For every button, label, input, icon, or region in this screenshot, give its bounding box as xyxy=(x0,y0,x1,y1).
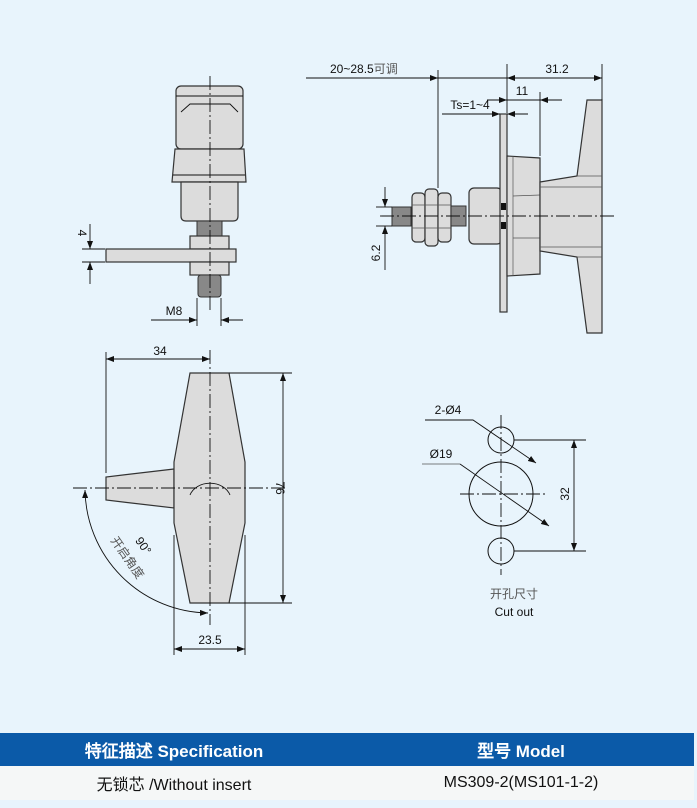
cutout-caption-cn: 开孔尺寸 xyxy=(490,587,538,601)
big-hole-label: Ø19 xyxy=(430,447,453,461)
width-label: 34 xyxy=(153,344,167,358)
cell-specification: 无锁芯 /Without insert xyxy=(96,777,252,794)
small-hole-label: 2-Ø4 xyxy=(435,403,462,417)
cutout-caption-en: Cut out xyxy=(495,605,534,619)
depth-label: 11 xyxy=(516,84,529,98)
technical-drawing: 4 M8 34 76 23.5 90° 开启角度 xyxy=(73,62,615,655)
adjust-label: 20~28.5可调 xyxy=(330,62,398,76)
header-model: 型号 Model xyxy=(477,742,565,761)
thickness-label: 4 xyxy=(75,230,89,237)
header-specification: 特征描述 Specification xyxy=(84,742,264,761)
thread-label: M8 xyxy=(166,304,183,318)
length-label: 31.2 xyxy=(545,62,569,76)
front-view: 34 76 23.5 90° 开启角度 xyxy=(73,344,292,655)
table-header: 特征描述 Specification 型号 Model xyxy=(0,733,694,766)
base-label: 23.5 xyxy=(198,633,222,647)
spacing-label: 32 xyxy=(558,487,572,501)
side-view: 4 M8 xyxy=(75,76,247,326)
stud-label: 6.2 xyxy=(369,244,383,261)
table-row: 无锁芯 /Without insert MS309-2(MS101-1-2) xyxy=(0,766,694,800)
spec-table: 特征描述 Specification 型号 Model 无锁芯 /Without… xyxy=(0,733,694,800)
height-label: 76 xyxy=(273,481,287,495)
panel-label: Ts=1~4 xyxy=(450,98,490,112)
cutout-view: 32 2-Ø4 Ø19 开孔尺寸 Cut out xyxy=(422,403,586,619)
cell-model: MS309-2(MS101-1-2) xyxy=(443,774,599,791)
angle-label: 90° xyxy=(132,534,154,557)
install-view: 20~28.5可调 31.2 11 Ts=1~4 6.2 xyxy=(306,62,615,334)
